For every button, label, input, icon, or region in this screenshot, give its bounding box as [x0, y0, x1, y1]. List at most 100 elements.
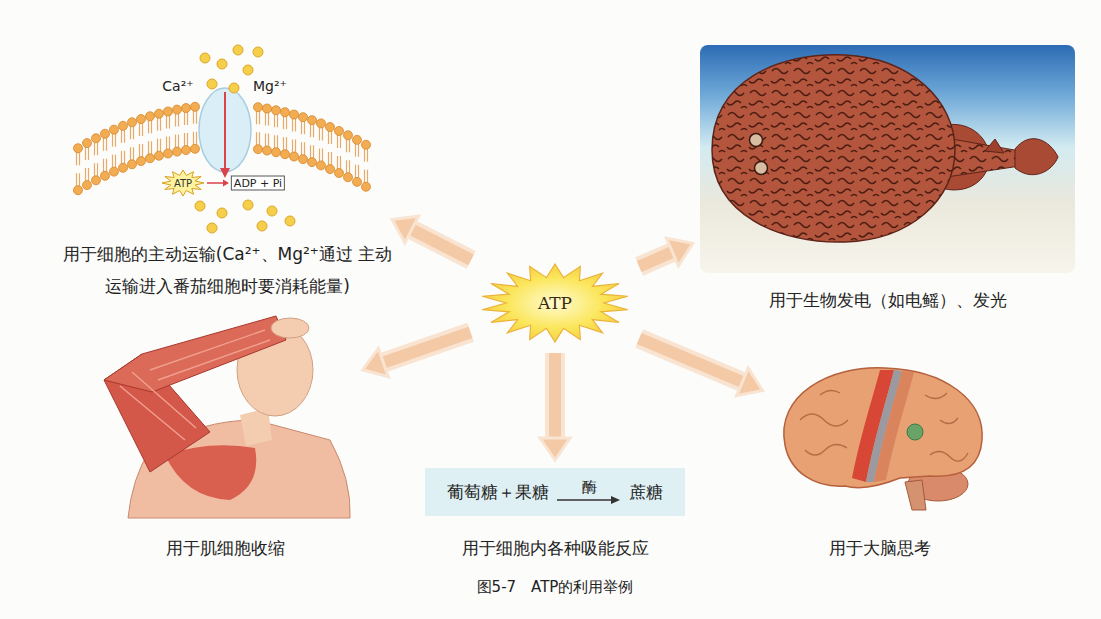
lipid-tail: [122, 126, 125, 168]
molecule-label: ADP + Pi: [231, 176, 285, 191]
lipid-head: [119, 163, 128, 172]
lipid-head: [281, 108, 290, 117]
lipid-head: [344, 173, 353, 182]
lipid-head: [272, 148, 281, 157]
use-caption: 用于细胞内各种吸能反应: [415, 538, 695, 558]
lipid-head: [191, 144, 200, 153]
use-panel: 用于大脑思考: [770, 365, 990, 515]
lipid-head: [317, 119, 326, 128]
lipid-head: [128, 160, 137, 169]
molecule-label: ATP: [174, 178, 192, 189]
lipid-head: [326, 123, 335, 132]
arrow-shaft: [639, 339, 744, 383]
lipid-head: [299, 113, 308, 122]
arrow-glow: [410, 229, 471, 260]
reaction-arrow: [557, 499, 613, 500]
carrier-protein: [199, 88, 251, 172]
ion-label: Ca²⁺: [162, 78, 193, 94]
lipid-head: [110, 167, 119, 176]
lipid-head: [263, 146, 272, 155]
lipid-head: [155, 151, 164, 160]
electric-ray: [700, 45, 1075, 273]
lipid-head: [290, 110, 299, 119]
lipid-head: [83, 181, 92, 190]
brain-fold: [800, 390, 968, 461]
ion-dot: [217, 59, 227, 69]
lipid-head: [146, 112, 155, 121]
lipid-head: [137, 157, 146, 166]
lipid-head: [335, 168, 344, 177]
lipid-tail: [356, 140, 359, 182]
lipid-head: [101, 171, 110, 180]
lipid-head: [353, 135, 362, 144]
lipid-head: [92, 176, 101, 185]
lipid-tail: [113, 130, 116, 172]
ion-dot: [195, 201, 205, 211]
lipid-tail: [131, 122, 134, 164]
lipid-head: [173, 105, 182, 114]
ray-fin: [1015, 139, 1058, 175]
lipid-tail: [284, 112, 287, 154]
energy-burst: ATP: [480, 263, 630, 343]
lipid-head: [155, 109, 164, 118]
lipid-head: [317, 161, 326, 170]
lipid-head: [146, 154, 155, 163]
lipid-head: [110, 125, 119, 134]
use-caption: 用于生物发电（如电鳐）、发光: [703, 290, 1073, 310]
ion-dot: [207, 79, 217, 89]
arrow-head: [737, 368, 763, 396]
lipid-head: [263, 104, 272, 113]
lipid-tail: [167, 111, 170, 153]
arrow-head: [392, 216, 418, 243]
enzyme-label: 酶: [582, 479, 597, 495]
equation: 葡萄糖＋果糖酶蔗糖: [447, 479, 663, 505]
energy-arrow: [392, 216, 471, 260]
lipid-tail: [275, 110, 278, 152]
cell-membrane: [74, 45, 371, 233]
use-panel: 用于细胞的主动运输(Ca²⁺、Mg²⁺通过 主动运输进入番茄细胞时要消耗能量): [70, 40, 385, 230]
lipid-tail: [257, 107, 260, 149]
lipid-tail: [140, 119, 143, 161]
lipid-head: [74, 144, 83, 153]
reaction-arrow: [557, 495, 621, 505]
transport-arrow: [224, 92, 226, 170]
arrow-glow: [639, 339, 744, 383]
lipid-head: [362, 140, 371, 149]
arrow-shaft: [639, 251, 674, 266]
arrow-head: [363, 348, 389, 376]
lipid-head: [272, 106, 281, 115]
lipid-tail: [347, 135, 350, 177]
arrow-shaft: [381, 332, 470, 363]
reaction-box: 葡萄糖＋果糖酶蔗糖用于细胞内各种吸能反应: [425, 468, 685, 516]
brain-stem: [905, 480, 926, 510]
energy-arrow: [639, 339, 762, 396]
lipid-tail: [86, 143, 89, 185]
lipid-tail: [338, 131, 341, 173]
lipid-tail: [95, 138, 98, 180]
figure-caption: 图5-7 ATP的利用举例: [477, 578, 634, 597]
lipid-tail: [365, 145, 368, 187]
lipid-head: [182, 146, 191, 155]
brain-region: [907, 424, 923, 440]
caption-block: 用于大脑思考: [760, 538, 1000, 558]
ion-dot: [207, 223, 217, 233]
lipid-tail: [329, 127, 332, 169]
lipid-head: [128, 118, 137, 127]
lipid-tail: [77, 148, 80, 190]
lipid-head: [137, 115, 146, 124]
lipid-head: [281, 150, 290, 159]
caption-block: 用于细胞内各种吸能反应: [415, 538, 695, 558]
arrow-shaft: [549, 353, 561, 440]
lipid-head: [92, 134, 101, 143]
use-caption: 用于肌细胞收缩: [95, 538, 355, 558]
lipid-head: [83, 139, 92, 148]
use-caption: 用于细胞的主动运输(Ca²⁺、Mg²⁺通过 主动运输进入番茄细胞时要消耗能量): [63, 238, 393, 302]
ray-eye: [755, 162, 768, 175]
lipid-tail: [266, 109, 269, 151]
lipid-tail: [293, 115, 296, 157]
ray-body: [712, 55, 955, 242]
ion-dot: [267, 206, 277, 216]
lipid-head: [173, 147, 182, 156]
ion-dot: [243, 200, 253, 210]
caption-block: 用于生物发电（如电鳐）、发光: [703, 290, 1073, 310]
